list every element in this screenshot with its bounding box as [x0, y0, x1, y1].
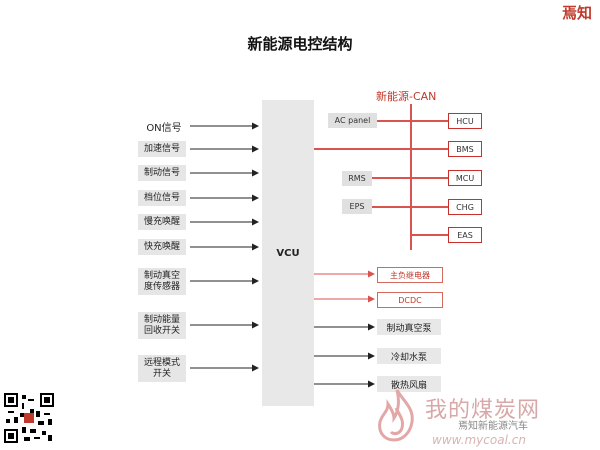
watermark-subtitle: 焉知新能源汽车: [458, 421, 528, 432]
output-label: 冷却水泵: [390, 352, 427, 363]
brand-logo: 焉知: [561, 4, 592, 22]
output-label: DCDC: [398, 295, 422, 305]
input-fast-charge-wake: 快充唤醒: [138, 239, 186, 255]
qr-code-icon: [4, 393, 54, 443]
vcu-block: VCU: [262, 100, 314, 406]
node-eas: EAS: [448, 227, 482, 243]
node-bms: BMS: [448, 141, 482, 157]
node-chg: CHG: [448, 199, 482, 215]
input-brake-signal: 制动信号: [138, 165, 186, 181]
input-label: 慢充唤醒: [143, 216, 180, 227]
input-label: 制动信号: [143, 167, 180, 178]
watermark-text: 我的煤炭网: [425, 398, 541, 423]
can-bus-title: 新能源-CAN: [376, 90, 437, 103]
input-label-line: 开关: [152, 368, 171, 379]
input-accelerator-signal: 加速信号: [138, 141, 186, 157]
node-rms: RMS: [342, 171, 372, 186]
node-label: BMS: [456, 144, 474, 154]
output-radiator-fan: 散热风扇: [377, 376, 441, 392]
flame-logo-icon: [378, 389, 414, 442]
input-label: ON信号: [146, 123, 182, 134]
node-label: AC panel: [334, 116, 371, 125]
input-label: 快充唤醒: [143, 241, 180, 252]
input-gear-signal: 档位信号: [138, 190, 186, 206]
node-label: RMS: [348, 174, 366, 183]
input-remote-mode-switch: 远程模式 开关: [138, 355, 186, 382]
node-ac-panel: AC panel: [328, 113, 377, 128]
node-label: EAS: [457, 230, 473, 240]
input-label-line: 制动真空: [143, 270, 180, 281]
node-label: CHG: [456, 202, 474, 212]
node-hcu: HCU: [448, 113, 482, 129]
output-main-negative-relay: 主负继电器: [377, 267, 443, 283]
input-brake-energy-recovery-switch: 制动能量 回收开关: [138, 312, 186, 339]
output-cooling-water-pump: 冷却水泵: [377, 348, 441, 364]
output-dcdc: DCDC: [377, 292, 443, 308]
input-label-line: 制动能量: [143, 314, 180, 325]
node-label: EPS: [349, 202, 365, 211]
vcu-label: VCU: [276, 247, 300, 259]
input-brake-vacuum-sensor: 制动真空 度传感器: [138, 268, 186, 295]
input-label: 档位信号: [143, 192, 180, 203]
input-slow-charge-wake: 慢充唤醒: [138, 214, 186, 230]
input-label-line: 度传感器: [143, 281, 180, 292]
output-label: 散热风扇: [390, 380, 427, 391]
node-label: HCU: [456, 116, 474, 126]
output-label: 主负继电器: [390, 270, 430, 280]
input-label: 加速信号: [143, 143, 180, 154]
input-on-signal: ON信号: [138, 119, 190, 134]
output-label: 制动真空泵: [386, 323, 432, 334]
node-mcu: MCU: [448, 170, 482, 186]
node-eps: EPS: [342, 199, 372, 214]
input-label-line: 远程模式: [143, 357, 180, 368]
input-label-line: 回收开关: [143, 325, 180, 336]
output-brake-vacuum-pump: 制动真空泵: [377, 319, 441, 335]
node-label: MCU: [455, 173, 475, 183]
watermark-url: www.mycoal.cn: [432, 433, 526, 447]
diagram-title: 新能源电控结构: [247, 35, 353, 53]
